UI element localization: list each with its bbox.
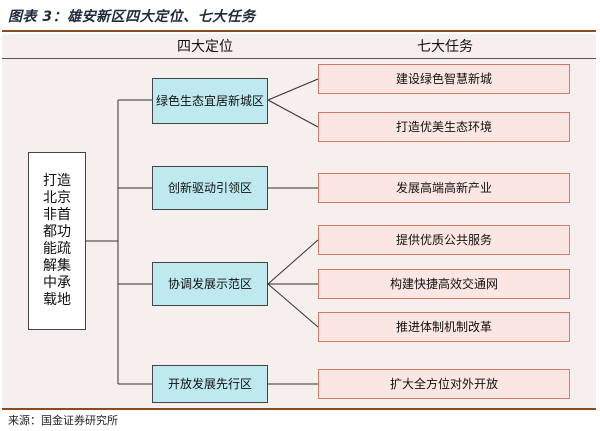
bottom-rule [2, 408, 596, 410]
positions-header: 四大定位 [177, 39, 233, 55]
task-box-6: 推进体制机制改革 [318, 312, 570, 342]
task-box-3: 发展高端高新产业 [318, 173, 570, 203]
position-box-3: 协调发展示范区 [152, 262, 268, 306]
task-box-2: 打造优美生态环境 [318, 112, 570, 142]
position-box-2: 创新驱动引领区 [152, 166, 268, 210]
diagram-panel [2, 34, 596, 408]
fan-3-1 [267, 239, 319, 285]
position-box-1: 绿色生态宜居新城区 [152, 78, 268, 124]
figure-title: 图表 3：雄安新区四大定位、七大任务 [8, 9, 256, 25]
tasks-header: 七大任务 [417, 39, 473, 55]
task-box-1: 建设绿色智慧新城 [318, 64, 570, 94]
task-box-5: 构建快捷高效交通网 [318, 269, 570, 299]
fan-3-3 [267, 283, 319, 328]
header-rule [2, 58, 596, 59]
title-rule [2, 30, 596, 32]
task-box-7: 扩大全方位对外开放 [318, 369, 570, 399]
fan-1-1 [267, 78, 319, 101]
root-box: 打造北京非首都功能疏解集中承载地 [28, 152, 86, 330]
position-box-4: 开放发展先行区 [152, 365, 268, 403]
source-note: 来源：国金证券研究所 [8, 414, 118, 427]
fan-1-2 [267, 99, 319, 128]
task-box-4: 提供优质公共服务 [318, 225, 570, 255]
